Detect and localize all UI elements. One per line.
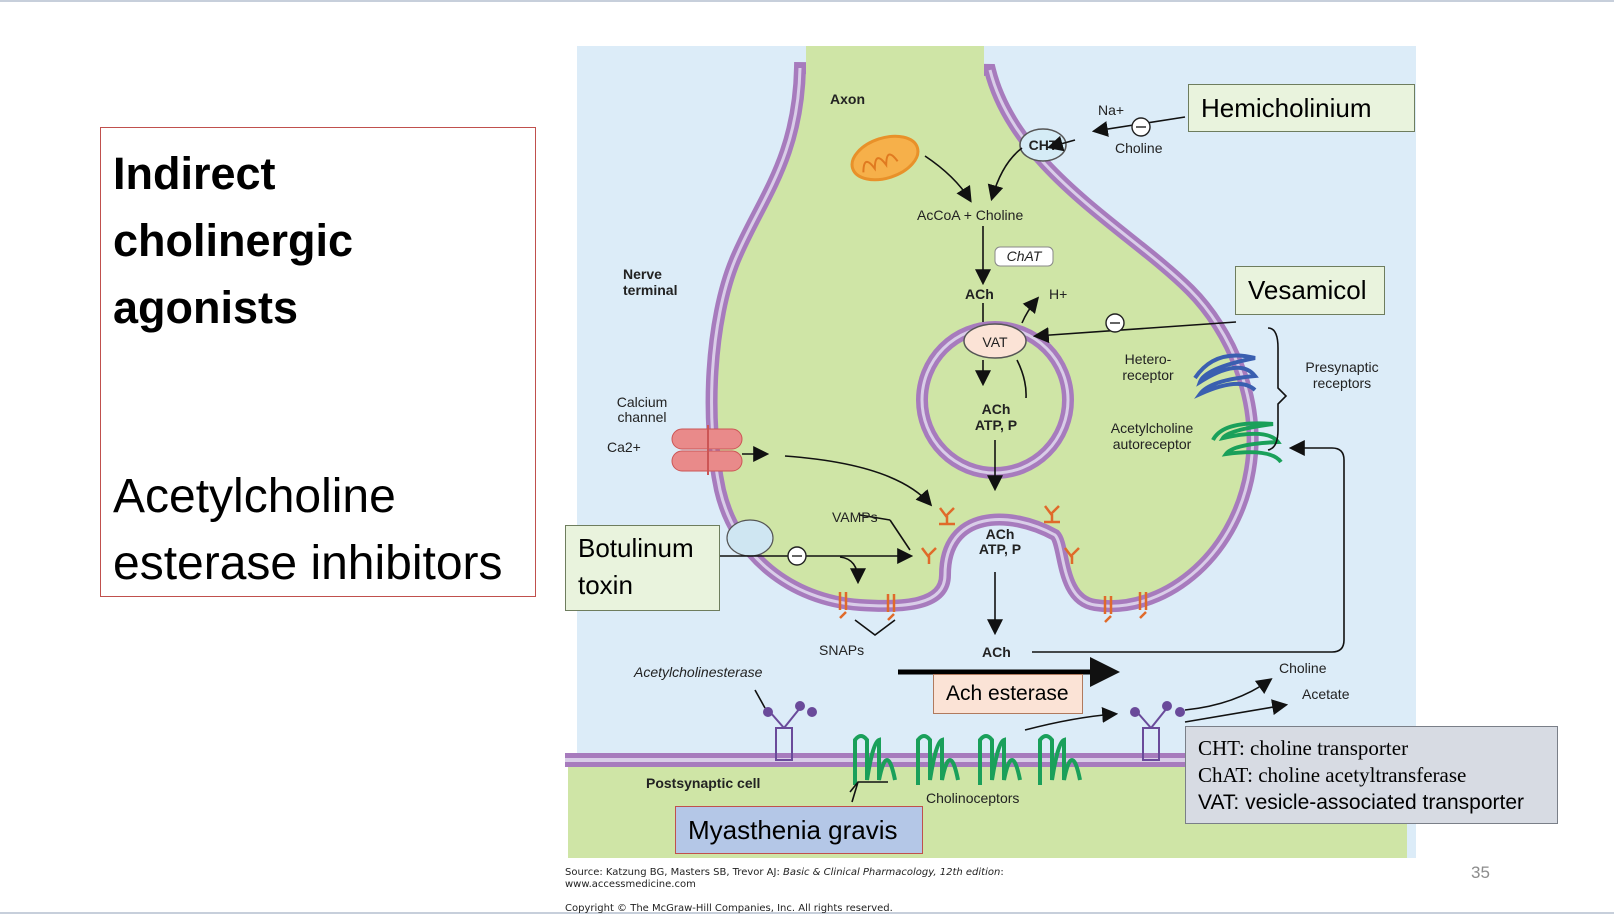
pathway-arrows <box>720 116 1345 803</box>
label-vesicle-1: ACh <box>982 401 1011 417</box>
copyright: Copyright © The McGraw-Hill Companies, I… <box>565 903 893 914</box>
ach-esterase-text: Ach esterase <box>946 682 1069 705</box>
cholinoceptors <box>853 734 1082 785</box>
heteroreceptor <box>1193 353 1259 399</box>
label-h-plus: H+ <box>1049 286 1067 302</box>
botulinum-text-1: Botulinum <box>578 533 694 563</box>
acetylcholinesterase-enzyme <box>763 701 1185 761</box>
inhibition-markers <box>787 117 1151 566</box>
vamps-and-snaps <box>838 505 1148 623</box>
label-na: Na+ <box>1098 102 1124 118</box>
title-line: Indirect <box>113 148 276 199</box>
botulinum-text-2: toxin <box>578 570 633 600</box>
label-postsynaptic: Postsynaptic cell <box>646 775 760 791</box>
subtitle: Acetylcholine esterase inhibitors <box>113 463 533 597</box>
label-accoa: AcCoA + Choline <box>917 207 1023 223</box>
label-hetero-1: Hetero- <box>1125 351 1172 367</box>
source-suffix: : <box>1000 867 1004 878</box>
subtitle-line: Acetylcholine <box>113 470 396 523</box>
label-ach-cleft: ACh <box>982 644 1011 660</box>
svg-text:CHT: CHT <box>1029 137 1058 153</box>
label-autoreceptor-1: Acetylcholine <box>1111 420 1194 436</box>
page-number: 35 <box>1471 863 1490 882</box>
label-fused-2: ATP, P <box>979 541 1021 557</box>
subtitle-line: esterase inhibitors <box>113 537 503 590</box>
vesamicol-text: Vesamicol <box>1248 275 1367 305</box>
vat-transporter <box>963 323 1027 359</box>
label-ach-top: ACh <box>965 286 994 302</box>
bottom-border <box>0 912 1614 914</box>
title-line: agonists <box>113 282 299 333</box>
source-prefix: Source: Katzung BG, Masters SB, Trevor A… <box>565 867 784 878</box>
title-box: Indirect cholinergic agonists Acetylchol… <box>100 127 536 597</box>
label-snaps: SNAPs <box>819 642 864 658</box>
botulinum-callout: Botulinum toxin <box>565 525 720 611</box>
label-acetylcholinesterase: Acetylcholinesterase <box>633 664 763 680</box>
label-presynaptic-2: receptors <box>1313 375 1371 391</box>
label-axon: Axon <box>830 91 865 107</box>
label-vesicle-2: ATP, P <box>975 417 1017 433</box>
label-calcium-1: Calcium <box>617 394 668 410</box>
top-border <box>0 0 1614 2</box>
label-calcium-2: channel <box>617 409 666 425</box>
botulinum-toxin-molecule <box>726 519 774 557</box>
source-citation: Source: Katzung BG, Masters SB, Trevor A… <box>565 867 1004 878</box>
myasthenia-text: Myasthenia gravis <box>688 815 898 845</box>
mitochondrion <box>850 134 920 182</box>
source-url: www.accessmedicine.com <box>565 879 696 890</box>
svg-text:VAT: VAT <box>982 334 1008 350</box>
source-book: Basic & Clinical Pharmacology, 12th edit… <box>783 867 1001 878</box>
label-autoreceptor-2: autoreceptor <box>1113 436 1192 452</box>
label-choline-in: Choline <box>1115 140 1163 156</box>
label-choline-out: Choline <box>1279 660 1327 676</box>
label-ca: Ca2+ <box>607 439 641 455</box>
legend-vat: VAT: vesicle-associated transporter <box>1198 791 1525 814</box>
acetylcholine-autoreceptor <box>1211 421 1283 464</box>
ach-esterase-callout: Ach esterase <box>933 674 1083 714</box>
vesamicol-callout: Vesamicol <box>1235 266 1385 315</box>
label-chat: ChAT <box>1007 248 1043 264</box>
abbreviation-legend: CHT: choline transporter ChAT: choline a… <box>1185 726 1558 824</box>
calcium-channel <box>671 425 743 475</box>
label-fused-1: ACh <box>986 526 1015 542</box>
myasthenia-callout: Myasthenia gravis <box>675 806 923 854</box>
title-bold: Indirect cholinergic agonists <box>113 140 533 341</box>
title-line: cholinergic <box>113 215 354 266</box>
hemicholinium-text: Hemicholinium <box>1201 93 1372 123</box>
label-vamps: VAMPs <box>832 509 878 525</box>
label-nerve-terminal-1: Nerve <box>623 266 662 282</box>
label-acetate: Acetate <box>1302 686 1350 702</box>
legend-cht: CHT: choline transporter <box>1198 736 1409 760</box>
label-presynaptic-1: Presynaptic <box>1305 359 1378 375</box>
label-cholinoceptors: Cholinoceptors <box>926 790 1019 806</box>
label-nerve-terminal-2: terminal <box>623 282 677 298</box>
label-hetero-2: receptor <box>1122 367 1174 383</box>
hemicholinium-callout: Hemicholinium <box>1188 84 1415 132</box>
legend-chat: ChAT: choline acetyltransferase <box>1198 763 1467 787</box>
